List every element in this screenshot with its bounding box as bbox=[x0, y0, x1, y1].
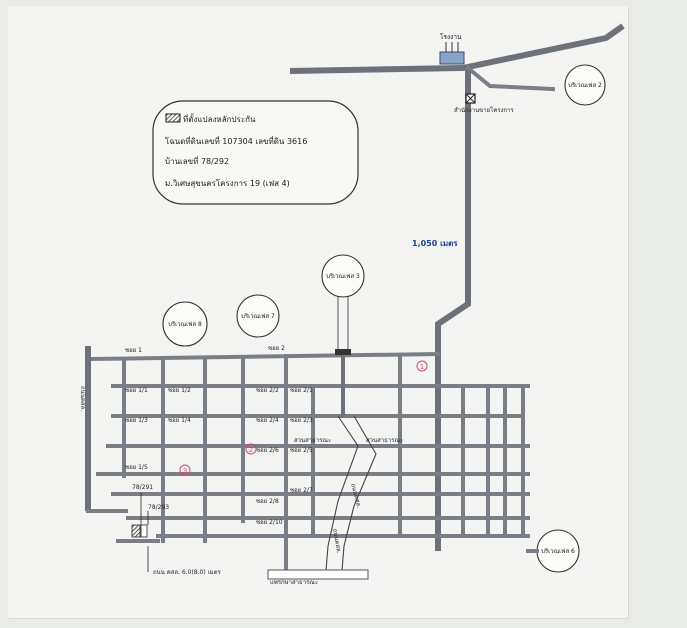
svg-text:ซอย 2/6: ซอย 2/6 bbox=[256, 447, 279, 454]
park-label-1: สวนสาธารณะ bbox=[294, 437, 331, 444]
left-road-label: ถนนคสล. bbox=[79, 386, 86, 411]
collateral-plot bbox=[131, 524, 141, 538]
svg-text:ซอย 1/1: ซอย 1/1 bbox=[125, 387, 148, 394]
factory-icon bbox=[439, 51, 465, 65]
svg-text:ซอย 1/4: ซอย 1/4 bbox=[168, 417, 191, 424]
marker-1: 1 bbox=[416, 360, 428, 372]
legend-house-no: บ้านเลขที่ 78/292 bbox=[165, 155, 229, 166]
soi-labels: ซอย 1 ซอย 2 ซอย 1/1 ซอย 1/2 ซอย 1/3 ซอย … bbox=[125, 345, 313, 526]
svg-text:ซอย 2/4: ซอย 2/4 bbox=[256, 417, 279, 424]
svg-text:ซอย 1: ซอย 1 bbox=[125, 347, 142, 354]
svg-text:ซอย 2/3: ซอย 2/3 bbox=[290, 417, 313, 424]
svg-text:ซอย 2: ซอย 2 bbox=[268, 345, 285, 352]
svg-text:ซอย 2/5: ซอย 2/5 bbox=[290, 447, 313, 454]
svg-text:2: 2 bbox=[249, 446, 253, 454]
phase2-bubble: บริเวณเฟส 2 bbox=[564, 64, 606, 106]
marker-3: 3 bbox=[179, 464, 191, 476]
svg-text:ซอย 1/2: ซอย 1/2 bbox=[168, 387, 191, 394]
svg-text:1: 1 bbox=[420, 363, 424, 371]
project-office-label: สำนักงานขายโครงการ bbox=[454, 106, 515, 114]
marker-2: 2 bbox=[245, 443, 257, 455]
bottom-road-width-label: ถนน คสล. 6.0(8.0) เมตร bbox=[153, 569, 221, 576]
map-paper: โรงงาน สำนักงานขายโครงการ 1,050 เมตร ที่… bbox=[8, 6, 628, 618]
phase3-bubble: บริเวณเฟส 3 bbox=[321, 254, 365, 351]
diagonal-road-edge bbox=[341, 415, 377, 572]
svg-text:บริเวณเฟส 7: บริเวณเฟส 7 bbox=[241, 313, 275, 320]
svg-text:ซอย 2/8: ซอย 2/8 bbox=[256, 498, 279, 505]
neighbor-plot bbox=[140, 524, 148, 538]
legend-title: ที่ตั้งแปลงหลักประกัน bbox=[183, 113, 256, 124]
phase6-bubble: บริเวณเฟส 6 bbox=[536, 529, 580, 573]
svg-text:ซอย 2/7: ซอย 2/7 bbox=[290, 487, 313, 494]
phase7-bubble: บริเวณเฟส 7 bbox=[236, 294, 280, 338]
svg-text:บริเวณเฟส 2: บริเวณเฟส 2 bbox=[568, 82, 602, 89]
top-main-road bbox=[289, 23, 625, 74]
diag-road-label-2: ถนนคสล. bbox=[331, 528, 342, 554]
svg-text:บริเวณเฟส 6: บริเวณเฟส 6 bbox=[541, 548, 575, 555]
factory-label: โรงงาน bbox=[440, 33, 462, 41]
svg-text:ซอย 1/3: ซอย 1/3 bbox=[125, 417, 148, 424]
bottom-road bbox=[267, 569, 369, 580]
legend-deed: โฉนดที่ดินเลขที่ 107304 เลขที่ดิน 3616 bbox=[165, 135, 307, 146]
phase8-bubble: บริเวณเฟส 8 bbox=[162, 301, 208, 347]
village-roads bbox=[85, 346, 530, 576]
access-road bbox=[435, 70, 471, 551]
gate-icon bbox=[335, 349, 351, 355]
svg-text:3: 3 bbox=[183, 467, 187, 475]
svg-text:บริเวณเฟส 3: บริเวณเฟส 3 bbox=[326, 273, 360, 280]
hatch-icon bbox=[165, 113, 181, 123]
diagonal-road-edge bbox=[325, 415, 359, 572]
legend-box bbox=[152, 100, 359, 205]
house-78-291: 78/291 bbox=[132, 484, 153, 491]
distance-label: 1,050 เมตร bbox=[412, 239, 458, 248]
location-map: โรงงาน สำนักงานขายโครงการ 1,050 เมตร ที่… bbox=[79, 23, 625, 586]
road-to-phase2 bbox=[465, 65, 556, 92]
svg-text:ซอย 2/2: ซอย 2/2 bbox=[256, 387, 279, 394]
legend-project: ม.วิเศษสุขนครโครงการ 19 (เฟส 4) bbox=[165, 178, 290, 188]
svg-text:ซอย 2/10: ซอย 2/10 bbox=[256, 519, 283, 526]
park-label-2: สวนสาธารณะ bbox=[366, 437, 403, 444]
bottom-road-label: แพรกษาสาธารณะ bbox=[270, 579, 318, 586]
svg-text:ซอย 2/1: ซอย 2/1 bbox=[290, 387, 313, 394]
svg-text:ซอย 1/5: ซอย 1/5 bbox=[125, 464, 148, 471]
svg-text:บริเวณเฟส 8: บริเวณเฟส 8 bbox=[168, 321, 202, 328]
house-78-293: 78/293 bbox=[148, 504, 169, 511]
